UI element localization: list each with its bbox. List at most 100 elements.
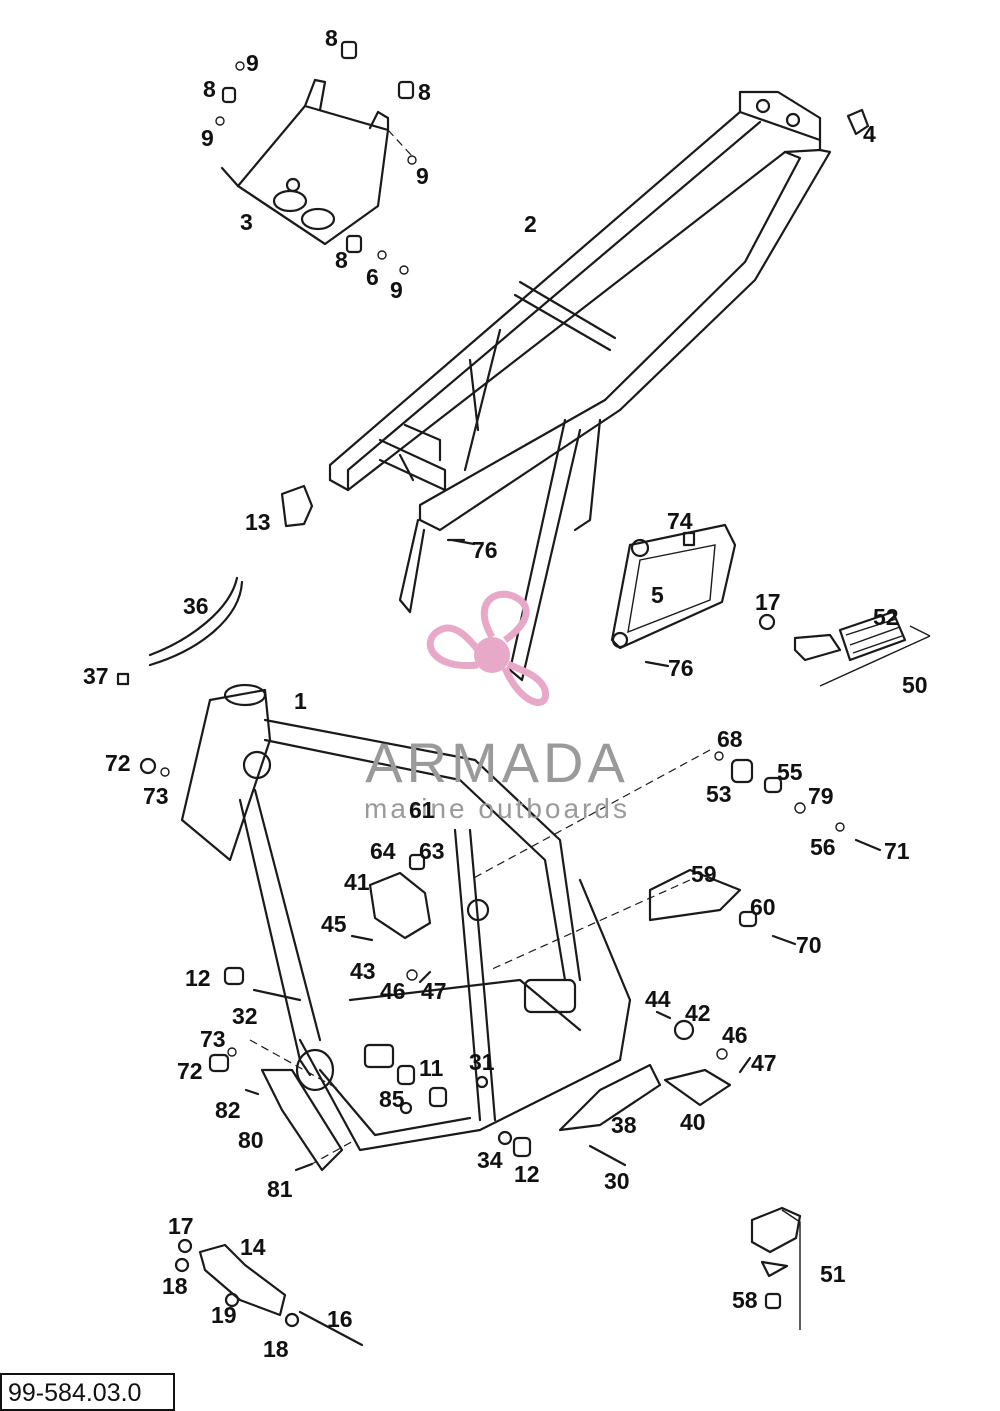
callout-12: 12 bbox=[185, 965, 211, 991]
callout-31: 31 bbox=[469, 1049, 495, 1075]
callout-81: 81 bbox=[267, 1176, 293, 1202]
hose-part-36 bbox=[148, 576, 239, 657]
callout-72: 72 bbox=[105, 750, 131, 776]
lever-part-38 bbox=[558, 1063, 662, 1132]
leader-lines bbox=[249, 749, 711, 1166]
callout-72: 72 bbox=[177, 1058, 203, 1084]
callout-labels: 8 9 8 8 9 9 3 8 6 9 2 4 13 76 74 5 76 17… bbox=[83, 25, 928, 1362]
drawing-code-box: 99-584.03.0 bbox=[0, 1373, 175, 1411]
callout-82: 82 bbox=[215, 1097, 241, 1123]
callout-17: 17 bbox=[168, 1213, 194, 1239]
brake-pedal-part-59 bbox=[648, 868, 742, 922]
callout-30: 30 bbox=[604, 1168, 630, 1194]
callout-47: 47 bbox=[421, 978, 447, 1004]
propeller-logo bbox=[426, 590, 549, 706]
callout-34: 34 bbox=[477, 1147, 503, 1173]
callout-8: 8 bbox=[418, 79, 431, 105]
callout-45: 45 bbox=[321, 911, 347, 937]
main-frame-part-1 bbox=[180, 683, 632, 1152]
callout-37: 37 bbox=[83, 663, 109, 689]
drawing-code: 99-584.03.0 bbox=[8, 1379, 141, 1407]
callout-56: 56 bbox=[810, 834, 836, 860]
callout-11: 11 bbox=[419, 1055, 444, 1081]
callout-38: 38 bbox=[611, 1112, 637, 1138]
callout-3: 3 bbox=[240, 209, 253, 235]
watermark: ARMADA marine outboards bbox=[364, 590, 630, 824]
callout-36: 36 bbox=[183, 593, 209, 619]
clip-part-37 bbox=[116, 672, 130, 686]
callout-8: 8 bbox=[203, 76, 216, 102]
drawing-code-frame bbox=[0, 1373, 175, 1411]
callout-79: 79 bbox=[808, 783, 834, 809]
callout-58: 58 bbox=[732, 1287, 758, 1313]
callout-14: 14 bbox=[240, 1234, 266, 1260]
callout-74: 74 bbox=[667, 508, 693, 534]
callout-40: 40 bbox=[680, 1109, 706, 1135]
footpeg-part-41 bbox=[368, 871, 432, 940]
callout-43: 43 bbox=[350, 958, 376, 984]
callout-55: 55 bbox=[777, 759, 803, 785]
callout-85: 85 bbox=[379, 1086, 405, 1112]
side-plate-part-5 bbox=[610, 523, 737, 668]
callout-5: 5 bbox=[651, 582, 664, 608]
callout-17: 17 bbox=[755, 589, 781, 615]
callout-64: 64 bbox=[370, 838, 396, 864]
callout-68: 68 bbox=[717, 726, 743, 752]
callout-8: 8 bbox=[335, 247, 348, 273]
callout-6: 6 bbox=[366, 264, 379, 290]
callout-52: 52 bbox=[873, 604, 899, 630]
callout-80: 80 bbox=[238, 1127, 264, 1153]
footpeg-part-40 bbox=[663, 1068, 732, 1107]
subframe-part-2 bbox=[328, 90, 832, 682]
callout-9: 9 bbox=[201, 125, 214, 151]
callout-46: 46 bbox=[380, 978, 406, 1004]
callout-60: 60 bbox=[750, 894, 776, 920]
callout-53: 53 bbox=[706, 781, 732, 807]
callout-41: 41 bbox=[344, 869, 370, 895]
callout-73: 73 bbox=[143, 783, 169, 809]
callout-1: 1 bbox=[294, 688, 307, 714]
bolt-76a bbox=[446, 538, 476, 546]
callout-63: 63 bbox=[419, 838, 445, 864]
callout-9: 9 bbox=[246, 50, 259, 76]
footrest-assembly-50 bbox=[758, 610, 931, 687]
callout-9: 9 bbox=[416, 163, 429, 189]
bracket-part-13 bbox=[280, 484, 314, 528]
callout-47: 47 bbox=[751, 1050, 777, 1076]
hose-part-36-edge bbox=[148, 580, 244, 667]
callout-50: 50 bbox=[902, 672, 928, 698]
callout-8: 8 bbox=[325, 25, 338, 51]
guard-part-80 bbox=[260, 1068, 344, 1172]
callout-18: 18 bbox=[263, 1336, 289, 1362]
callout-73: 73 bbox=[200, 1026, 226, 1052]
callout-12: 12 bbox=[514, 1161, 540, 1187]
callout-61: 61 bbox=[409, 797, 435, 823]
callout-16: 16 bbox=[327, 1306, 353, 1332]
callout-32: 32 bbox=[232, 1003, 258, 1029]
frame-guard-part-4 bbox=[846, 108, 870, 136]
callout-46: 46 bbox=[722, 1022, 748, 1048]
skid-plate-part-3 bbox=[220, 78, 390, 246]
callout-2: 2 bbox=[524, 211, 537, 237]
callout-42: 42 bbox=[685, 1000, 711, 1026]
callout-70: 70 bbox=[796, 932, 822, 958]
callout-13: 13 bbox=[245, 509, 271, 535]
watermark-brand: ARMADA bbox=[365, 731, 629, 794]
callout-18: 18 bbox=[162, 1273, 188, 1299]
callout-19: 19 bbox=[211, 1302, 237, 1328]
callout-76: 76 bbox=[472, 537, 498, 563]
hardware-frame-area bbox=[139, 751, 882, 1172]
callout-44: 44 bbox=[645, 986, 671, 1012]
callout-71: 71 bbox=[884, 838, 910, 864]
callout-4: 4 bbox=[863, 121, 876, 147]
callout-76: 76 bbox=[668, 655, 694, 681]
callout-51: 51 bbox=[820, 1261, 846, 1287]
rubber-mounts bbox=[215, 40, 417, 275]
callout-59: 59 bbox=[691, 861, 717, 887]
callout-9: 9 bbox=[390, 277, 403, 303]
watermark-tagline: marine outboards bbox=[364, 793, 630, 824]
stand-part-51 bbox=[750, 1206, 802, 1330]
stand-bracket-part-14 bbox=[174, 1238, 364, 1347]
